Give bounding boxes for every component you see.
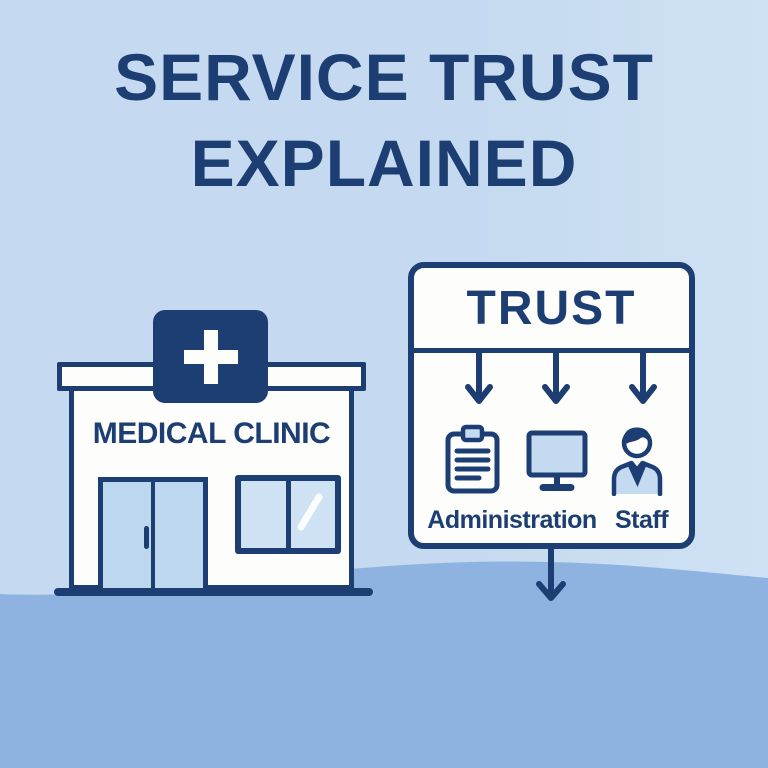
clipboard-icon	[445, 424, 500, 494]
clinic-sign	[153, 310, 268, 403]
arrow-down-icon	[629, 353, 657, 404]
window-shine	[297, 493, 323, 531]
trust-panel: TRUST Administration Staff	[408, 262, 695, 549]
arrow-down-icon	[536, 548, 566, 601]
administration-label: Administration	[427, 506, 597, 534]
clinic-window	[235, 475, 341, 554]
arrow-down-icon	[465, 353, 493, 404]
medical-cross-icon	[183, 329, 238, 384]
trust-panel-title: TRUST	[466, 282, 637, 335]
person-icon	[611, 427, 663, 496]
door-handle	[144, 526, 149, 549]
page-title-line2: EXPLAINED	[190, 126, 578, 200]
trust-panel-divider	[414, 348, 689, 353]
ground	[0, 561, 768, 768]
clinic-facade: MEDICAL CLINIC	[69, 386, 354, 595]
clinic-base	[54, 588, 373, 596]
staff-label: Staff	[614, 506, 669, 534]
door-divider	[151, 482, 155, 595]
window-divider	[285, 481, 291, 548]
page-title-line1: SERVICE TRUST	[114, 40, 654, 114]
clinic-name: MEDICAL CLINIC	[92, 417, 331, 450]
medical-clinic-building: MEDICAL CLINIC	[54, 310, 374, 600]
arrow-down-icon	[542, 353, 570, 404]
page-title: SERVICE TRUST EXPLAINED	[0, 34, 768, 206]
monitor-icon	[526, 430, 588, 491]
clinic-door	[98, 477, 208, 595]
